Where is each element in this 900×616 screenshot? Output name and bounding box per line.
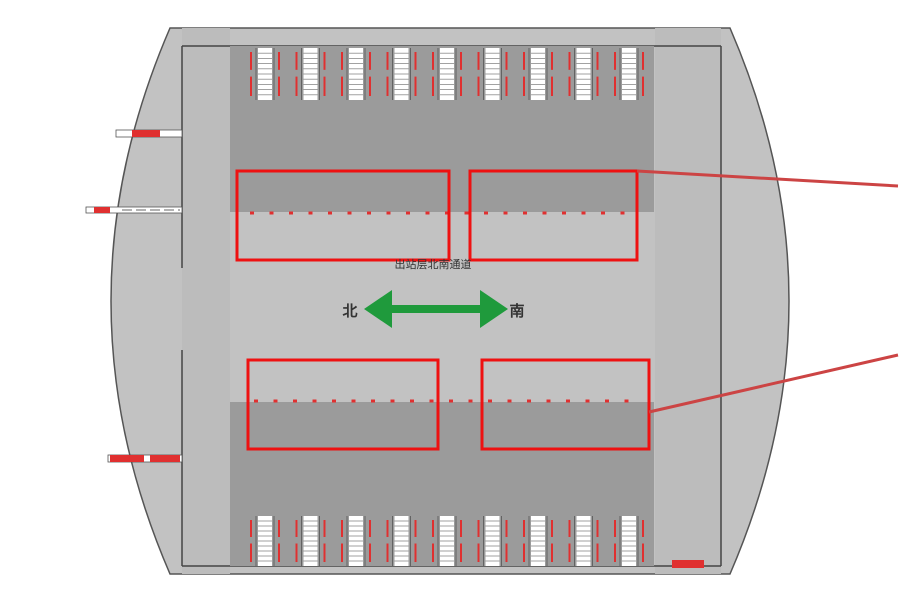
edge-dot-bottom-7 (371, 399, 375, 403)
edge-dot-top-4 (308, 211, 313, 215)
highlight-box-upper-left (235, 169, 451, 262)
channel-label: 出站层北南通道 (395, 257, 472, 271)
edge-dot-top-15 (523, 211, 527, 215)
stair-group-top-9 (614, 48, 644, 100)
edge-dot-top-5 (328, 211, 332, 215)
edge-dot-bottom-9 (410, 399, 414, 403)
edge-dot-top-10 (425, 211, 430, 215)
edge-dot-bottom-8 (390, 399, 395, 403)
edge-dot-bottom-15 (527, 399, 531, 403)
stair-group-top-3 (341, 48, 371, 100)
edge-dot-top-8 (386, 211, 391, 215)
highlight-box-upper-right (468, 169, 639, 262)
right-corridor (655, 28, 721, 574)
edge-dot-bottom-6 (351, 399, 356, 403)
edge-dot-bottom-10 (429, 399, 434, 403)
stair-group-top-8 (568, 48, 599, 100)
edge-dot-bottom-4 (312, 399, 317, 403)
edge-dot-top-3 (289, 211, 293, 215)
edge-dot-bottom-20 (624, 399, 629, 403)
edge-dot-bottom-14 (507, 399, 512, 403)
stair-group-bottom-9 (614, 516, 644, 566)
edge-dot-bottom-11 (449, 399, 453, 403)
highlight-box-lower-right (480, 358, 651, 451)
edge-dot-bottom-5 (332, 399, 336, 403)
stair-group-bottom-5 (432, 516, 462, 566)
north-label: 北 (342, 302, 357, 320)
edge-dot-top-18 (581, 211, 586, 215)
edge-dot-top-14 (503, 211, 508, 215)
edge-dot-bottom-18 (585, 399, 590, 403)
edge-dot-top-19 (601, 211, 605, 215)
left-entrance-bottom (107, 454, 183, 463)
stair-group-top-7 (523, 48, 553, 100)
stair-group-top-5 (432, 48, 462, 100)
edge-dot-bottom-16 (546, 399, 551, 403)
edge-dot-top-2 (269, 211, 274, 215)
upper-stair-groups (250, 48, 644, 100)
stair-group-bottom-3 (341, 516, 371, 566)
edge-dot-top-12 (464, 211, 469, 215)
edge-dot-bottom-17 (566, 399, 570, 403)
edge-dot-top-11 (445, 211, 449, 215)
edge-dot-top-6 (347, 211, 352, 215)
stair-group-bottom-8 (568, 516, 599, 566)
left-corridor (182, 28, 230, 574)
left-entrance-middle (85, 206, 183, 214)
left-entrance-top (115, 129, 183, 138)
leader-line-lower (648, 353, 899, 414)
stair-group-bottom-1 (250, 516, 280, 566)
lower-platform-edge-dots (254, 399, 629, 403)
edge-dot-bottom-12 (468, 399, 473, 403)
edge-dot-bottom-3 (293, 399, 297, 403)
stair-group-top-2 (295, 48, 326, 100)
upper-platform-edge-dots (250, 211, 625, 215)
edge-dot-bottom-19 (605, 399, 609, 403)
leader-line-upper (636, 169, 899, 188)
edge-dot-top-13 (484, 211, 488, 215)
lower-stair-groups (250, 516, 644, 566)
edge-dot-top-17 (562, 211, 566, 215)
stair-group-top-6 (477, 48, 508, 100)
edge-dot-bottom-2 (273, 399, 278, 403)
edge-dot-top-7 (367, 211, 371, 215)
bottom-right-marker (672, 560, 704, 568)
edge-dot-top-9 (406, 211, 410, 215)
stair-group-bottom-7 (523, 516, 553, 566)
edge-dot-bottom-13 (488, 399, 492, 403)
edge-dot-top-16 (542, 211, 547, 215)
south-label: 南 (509, 302, 524, 320)
stair-group-bottom-6 (477, 516, 508, 566)
edge-dot-bottom-1 (254, 399, 258, 403)
stair-group-top-4 (386, 48, 417, 100)
highlight-box-lower-left (246, 358, 440, 451)
edge-dot-top-20 (620, 211, 625, 215)
north-south-arrow (364, 290, 508, 328)
stair-group-bottom-4 (386, 516, 417, 566)
stair-group-top-1 (250, 48, 280, 100)
stair-group-bottom-2 (295, 516, 326, 566)
edge-dot-top-1 (250, 211, 254, 215)
